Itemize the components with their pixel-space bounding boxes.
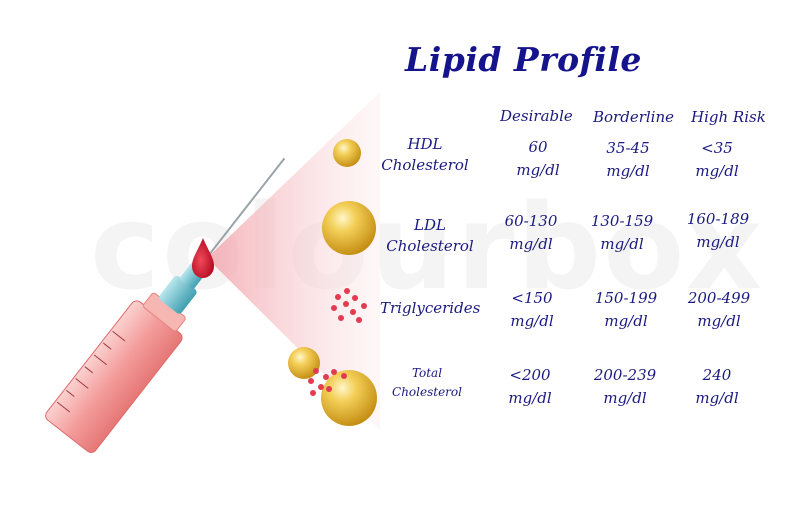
row-label-line: Triglycerides (380, 299, 481, 317)
row-label-hdl: HDL Cholesterol (375, 134, 475, 176)
triglyceride-dots-icon (331, 288, 367, 323)
row-label-line: Total (411, 366, 443, 380)
column-header-borderline: Borderline (593, 108, 675, 126)
blood-drop-icon (192, 238, 214, 278)
column-header-high-risk: High Risk (691, 108, 766, 126)
page-title: Lipid Profile (405, 40, 642, 79)
row-label-line: HDL (407, 135, 443, 153)
row-label-line: LDL (414, 216, 446, 234)
light-beam (207, 92, 380, 430)
syringe-icon (45, 157, 286, 453)
column-header-desirable: Desirable (500, 107, 573, 125)
hdl-particle-icon (333, 139, 361, 167)
ldl-particle-icon (322, 201, 376, 255)
row-label-line: Cholesterol (392, 385, 462, 399)
row-label-ldl: LDL Cholesterol (380, 215, 480, 257)
row-label-total-cholesterol: Total Cholesterol (384, 364, 470, 402)
row-label-line: Cholesterol (386, 237, 474, 255)
total-cholesterol-icon (288, 347, 377, 426)
row-label-line: Cholesterol (381, 156, 469, 174)
row-label-triglycerides: Triglycerides (380, 298, 490, 319)
